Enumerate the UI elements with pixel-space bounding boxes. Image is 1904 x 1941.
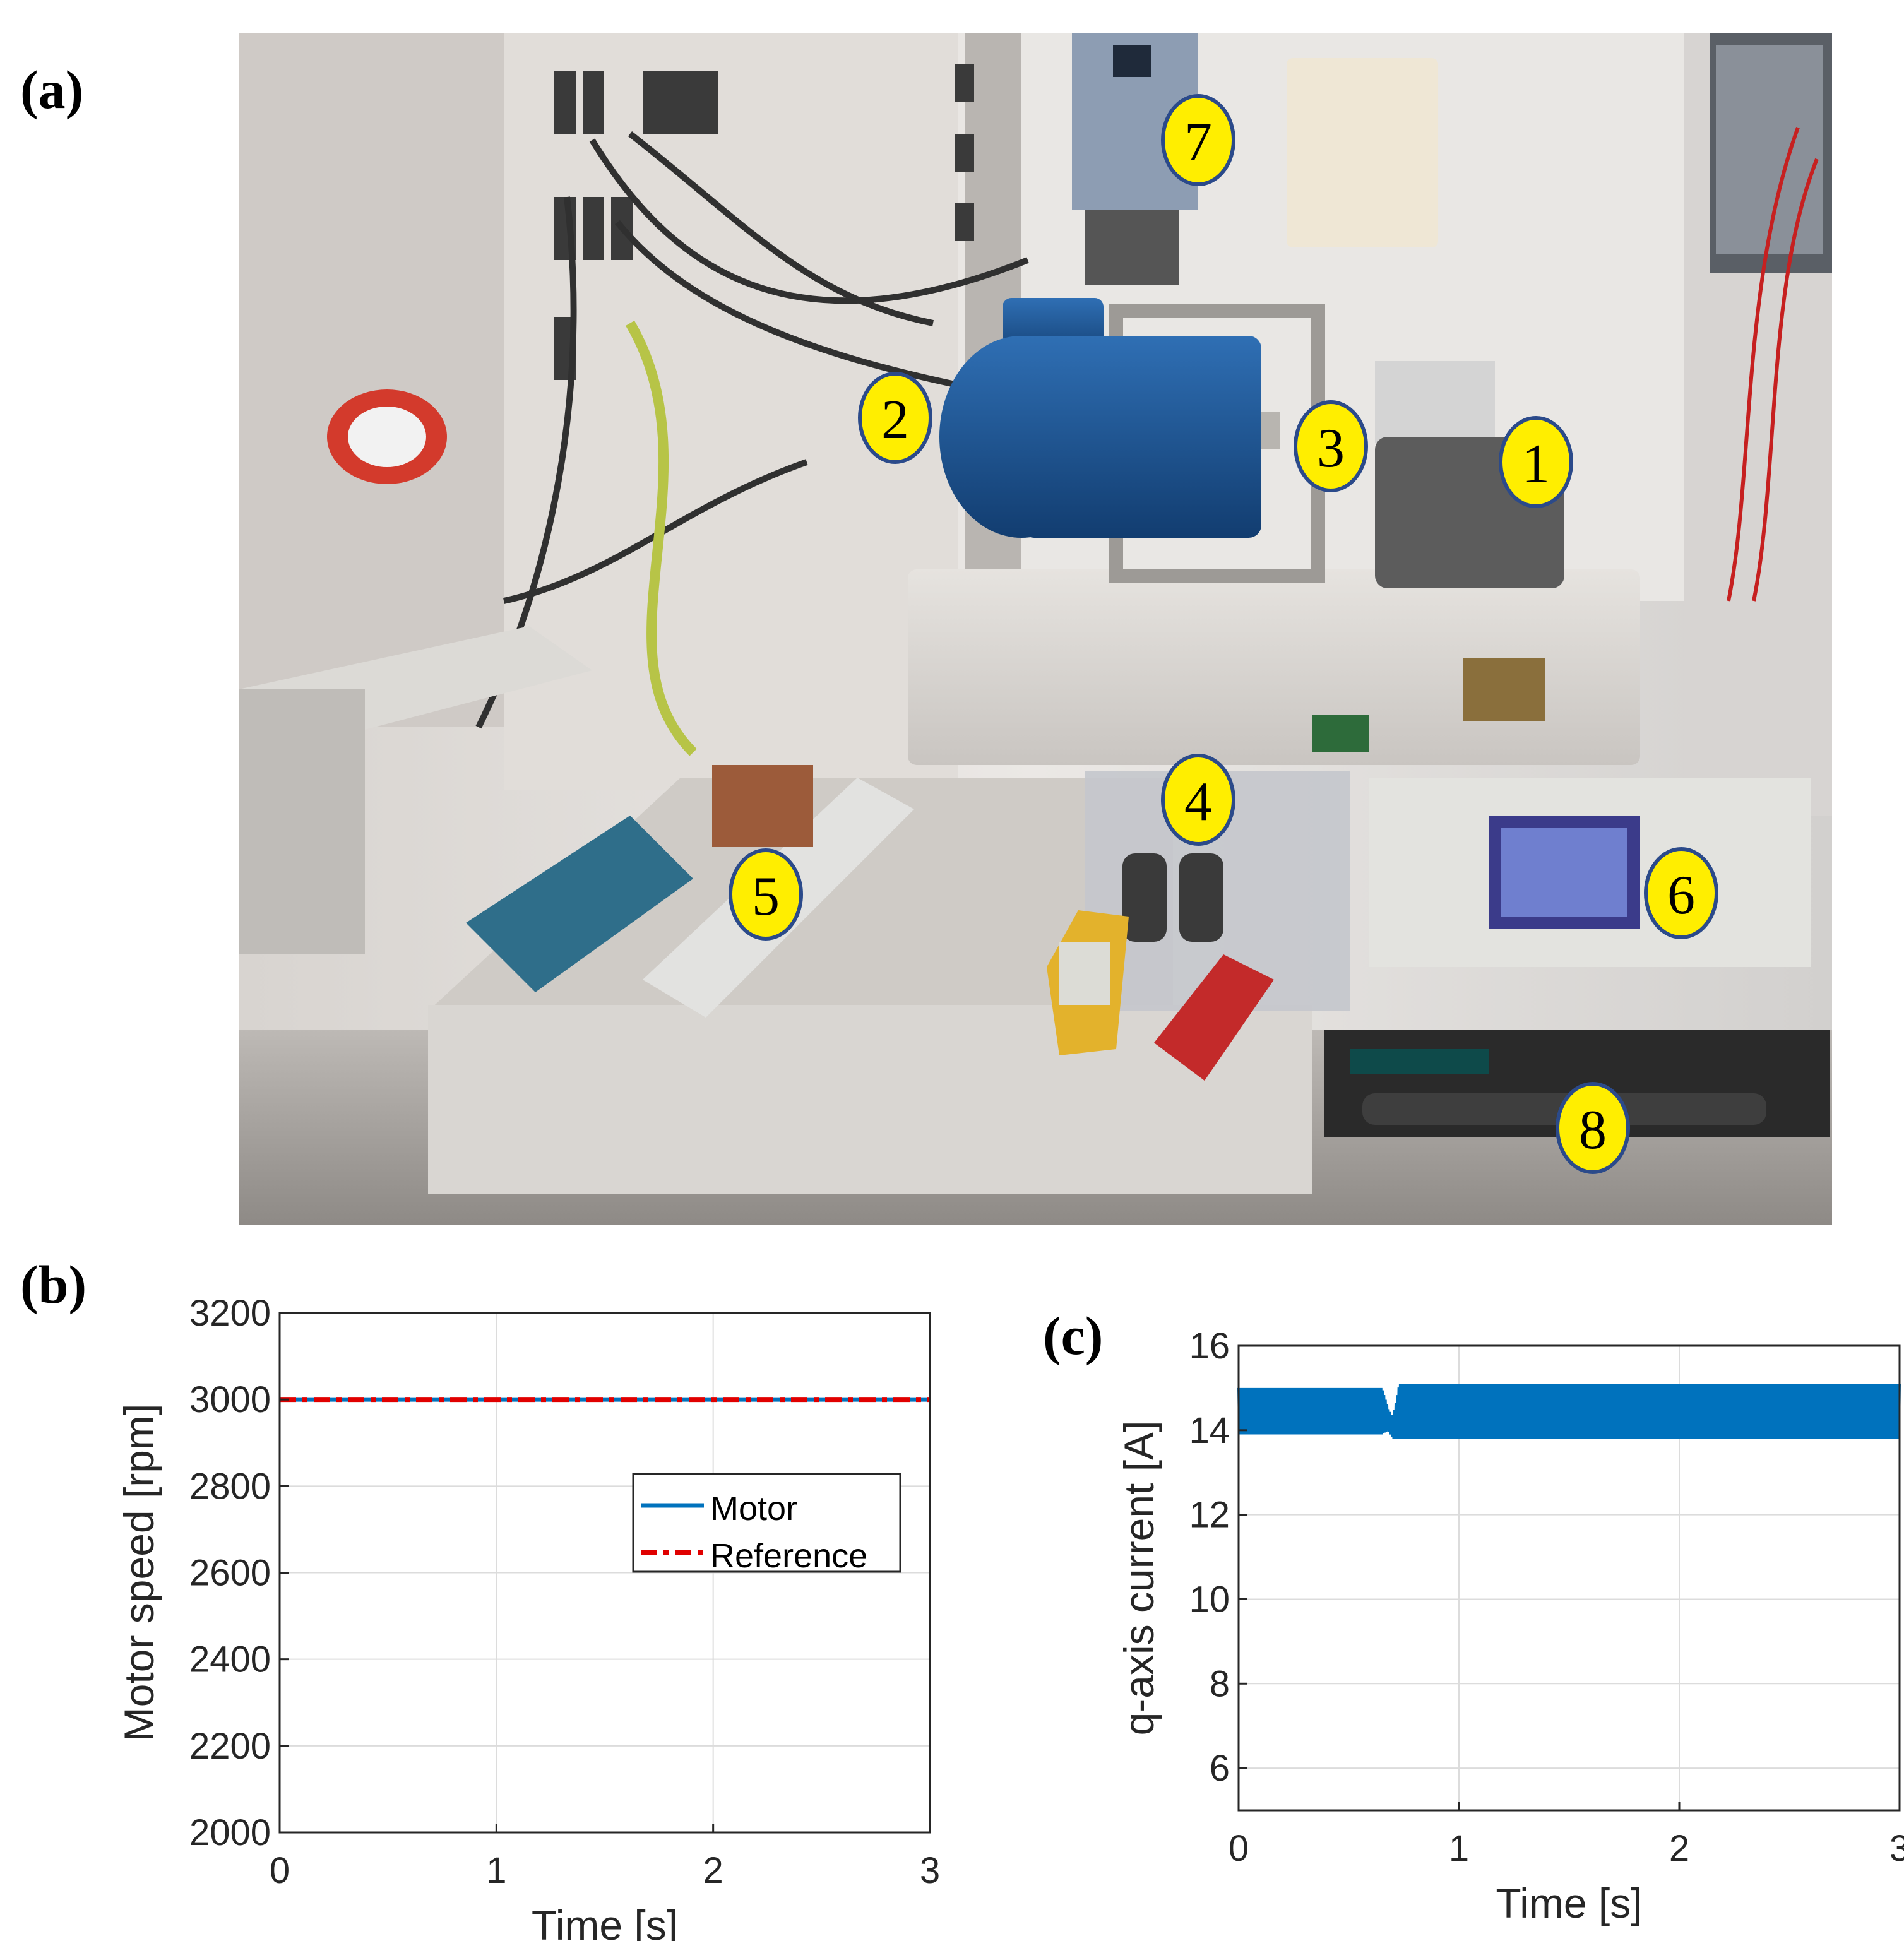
badge-1: 1 xyxy=(1499,416,1573,508)
b-x-tick-label: 0 xyxy=(270,1850,290,1891)
badge-8-label: 8 xyxy=(1579,1100,1607,1161)
q-axis-current-plot-frame xyxy=(1237,1344,1901,1812)
badge-4: 4 xyxy=(1161,754,1235,846)
badge-3-label: 3 xyxy=(1317,418,1345,479)
b-y-tick-label: 2400 xyxy=(189,1639,271,1680)
q-axis-current-y-axis-label: q-axis current [A] xyxy=(1116,1421,1162,1736)
b-x-tick-label: 2 xyxy=(703,1850,723,1891)
b-y-tick-label: 2800 xyxy=(189,1466,271,1507)
b-y-tick-label: 3000 xyxy=(189,1379,271,1420)
legend-box xyxy=(632,1473,901,1573)
c-y-tick-label: 16 xyxy=(1189,1326,1230,1367)
badge-3: 3 xyxy=(1294,400,1368,492)
badge-2-label: 2 xyxy=(881,389,909,451)
q-axis-current-series xyxy=(1237,1384,1901,1439)
legend-reference-label: Reference xyxy=(710,1537,867,1575)
c-y-tick-label: 14 xyxy=(1189,1410,1230,1451)
badge-4-label: 4 xyxy=(1184,771,1212,833)
badge-7: 7 xyxy=(1161,94,1235,186)
q-axis-current-x-axis-label: Time [s] xyxy=(1496,1880,1642,1926)
c-y-tick-label: 10 xyxy=(1189,1579,1230,1620)
c-x-tick-label: 2 xyxy=(1669,1828,1689,1869)
panel-label-a: (a) xyxy=(20,59,84,120)
b-y-tick-label: 2000 xyxy=(189,1812,271,1853)
c-y-tick-label: 6 xyxy=(1210,1748,1230,1789)
b-x-tick-label: 3 xyxy=(920,1850,940,1891)
badge-2: 2 xyxy=(858,372,932,464)
b-y-tick-label: 2600 xyxy=(189,1553,271,1594)
c-y-tick-label: 8 xyxy=(1210,1663,1230,1704)
b-x-tick-label: 1 xyxy=(486,1850,506,1891)
legend-motor-label: Motor xyxy=(710,1490,797,1528)
motor-speed-ticks: 0 1 2 3 2000 2200 2400 2600 2800 3000 3200 xyxy=(189,1293,940,1891)
badge-7-label: 7 xyxy=(1184,112,1212,173)
motor-speed-chart: 0 1 2 3 2000 2200 2400 2600 2800 3000 3200 Time [s… xyxy=(116,1293,940,1941)
badge-1-label: 1 xyxy=(1522,434,1550,495)
c-x-tick-label: 0 xyxy=(1229,1828,1249,1869)
badge-5-label: 5 xyxy=(752,866,780,927)
b-y-tick-label: 3200 xyxy=(189,1293,271,1334)
motor-speed-x-axis-label: Time [s] xyxy=(532,1902,678,1941)
badge-6-label: 6 xyxy=(1667,865,1695,926)
motor-speed-legend: Motor Reference xyxy=(632,1473,901,1575)
motor-speed-y-axis-label: Motor speed [rpm] xyxy=(116,1404,162,1742)
c-series-band xyxy=(1237,1384,1901,1439)
badge-8: 8 xyxy=(1556,1082,1630,1174)
c-x-tick-label: 1 xyxy=(1449,1828,1469,1869)
c-y-tick-label: 12 xyxy=(1189,1495,1230,1536)
panel-label-c: (c) xyxy=(1043,1305,1104,1366)
badge-5: 5 xyxy=(729,848,803,941)
badge-6: 6 xyxy=(1644,847,1718,939)
c-x-tick-label: 3 xyxy=(1889,1828,1904,1869)
b-y-tick-label: 2200 xyxy=(189,1726,271,1767)
test-bench-illustration: 1 2 3 4 5 6 7 8 xyxy=(239,33,1832,1225)
test-bench-photo: 1 2 3 4 5 6 7 8 xyxy=(239,33,1832,1225)
panel-label-b: (b) xyxy=(20,1254,87,1315)
